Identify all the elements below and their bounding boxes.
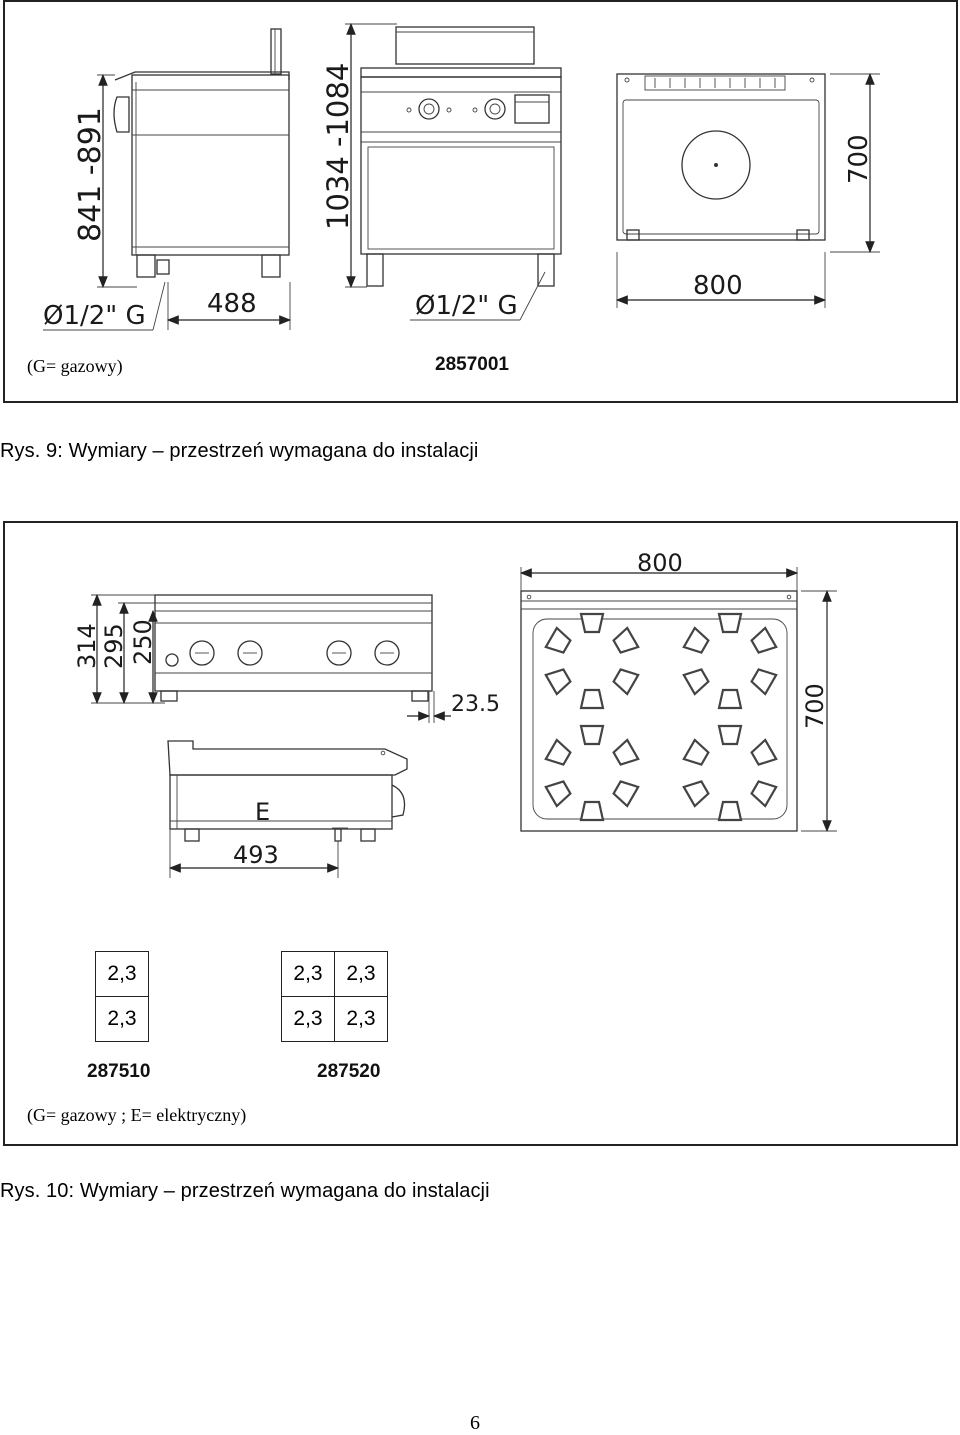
burner-segment	[579, 800, 605, 822]
dim-depth-top: 700	[801, 589, 837, 833]
burner-segment	[579, 724, 605, 746]
dim-label-493: 493	[233, 841, 279, 869]
figure-10-frame: 314 295 250 23.5 E	[3, 521, 958, 1146]
burner-segment	[544, 626, 572, 654]
power-cell: 2,3	[281, 951, 335, 997]
burner-segment	[682, 738, 710, 766]
dim-label-depth-top: 700	[801, 683, 829, 729]
power-table-287510: 2,3 2,3	[95, 951, 149, 1042]
dim-label-height-side: 841 -891	[73, 107, 108, 242]
power-cell: 2,3	[281, 996, 335, 1042]
dim-width-top: 800	[519, 549, 799, 591]
burner-segment	[544, 738, 572, 766]
dim-label-height-front: 1034 -1084	[321, 63, 355, 230]
dim-depth-side: 488	[166, 282, 292, 330]
dim-label-250: 250	[129, 619, 157, 665]
dim-label-295: 295	[100, 623, 128, 669]
side-view-hob: E	[167, 740, 408, 842]
power-cell: 2,3	[334, 996, 388, 1042]
burner-segment	[717, 800, 743, 822]
dim-label-depth-side: 488	[207, 289, 257, 319]
dim-depth-side: 493	[168, 829, 340, 878]
burner-segment	[544, 668, 572, 696]
model-code-287510: 287510	[87, 1061, 150, 1082]
gas-label-front: Ø1/2" G	[415, 291, 518, 321]
burner-segment	[682, 780, 710, 808]
burner-segment	[682, 668, 710, 696]
burner-segment	[750, 668, 778, 696]
burner-segment	[682, 626, 710, 654]
gas-connection-front: Ø1/2" G	[410, 271, 546, 321]
burner-segment	[750, 738, 778, 766]
page-number: 6	[470, 1412, 480, 1434]
dim-label-offset: 23.5	[451, 692, 500, 717]
figure-10-drawing: 314 295 250 23.5 E	[73, 549, 837, 1082]
dim-label-314: 314	[73, 623, 101, 669]
dim-width-top: 800	[615, 252, 827, 308]
burner-segment	[579, 612, 605, 634]
dim-height-front: 1034 -1084	[321, 22, 397, 289]
electric-connection-label: E	[255, 798, 270, 826]
model-code-287520: 287520	[317, 1061, 380, 1082]
front-view-wok	[360, 26, 562, 287]
burner-segment	[612, 738, 640, 766]
burner-segment	[717, 724, 743, 746]
dim-label-depth-top: 700	[844, 134, 874, 184]
burner-segment	[612, 626, 640, 654]
dim-label-width-top: 800	[693, 271, 743, 301]
burner-plates	[544, 612, 778, 822]
burner-segment	[544, 780, 572, 808]
figure-9-frame: 841 -891 488 Ø1/2" G	[3, 0, 958, 403]
burner-segment	[579, 688, 605, 710]
figure-10-caption: Rys. 10: Wymiary – przestrzeń wymagana d…	[0, 1180, 490, 1202]
figure-9-drawing: 841 -891 488 Ø1/2" G	[43, 22, 880, 375]
burner-segment	[717, 612, 743, 634]
dim-depth-top: 700	[830, 72, 880, 254]
top-view-wok	[616, 73, 826, 241]
model-code-2857001: 2857001	[435, 354, 509, 375]
legend-note-gas: (G= gazowy)	[27, 356, 123, 376]
burner-segment	[717, 688, 743, 710]
dim-label-width-top: 800	[637, 549, 683, 577]
gas-label-side: Ø1/2" G	[43, 301, 146, 331]
dim-heights-front: 314 295 250	[73, 593, 165, 705]
dim-height-side: 841 -891	[73, 73, 137, 289]
burner-segment	[612, 780, 640, 808]
top-view-hob	[520, 590, 798, 832]
burner-segment	[750, 626, 778, 654]
dim-offset: 23.5	[407, 691, 500, 723]
front-view-hob	[154, 594, 433, 702]
figure-9-caption: Rys. 9: Wymiary – przestrzeń wymagana do…	[0, 440, 479, 462]
burner-segment	[612, 668, 640, 696]
power-table-287520: 2,3 2,3 2,3 2,3	[281, 951, 388, 1042]
side-view-fryer	[113, 28, 290, 278]
burner-segment	[750, 780, 778, 808]
legend-note-gas-electric: (G= gazowy ; E= elektryczny)	[27, 1105, 247, 1125]
gas-connection-side: Ø1/2" G	[43, 281, 166, 331]
power-cell: 2,3	[95, 951, 149, 997]
power-cell: 2,3	[334, 951, 388, 997]
power-cell: 2,3	[95, 996, 149, 1042]
